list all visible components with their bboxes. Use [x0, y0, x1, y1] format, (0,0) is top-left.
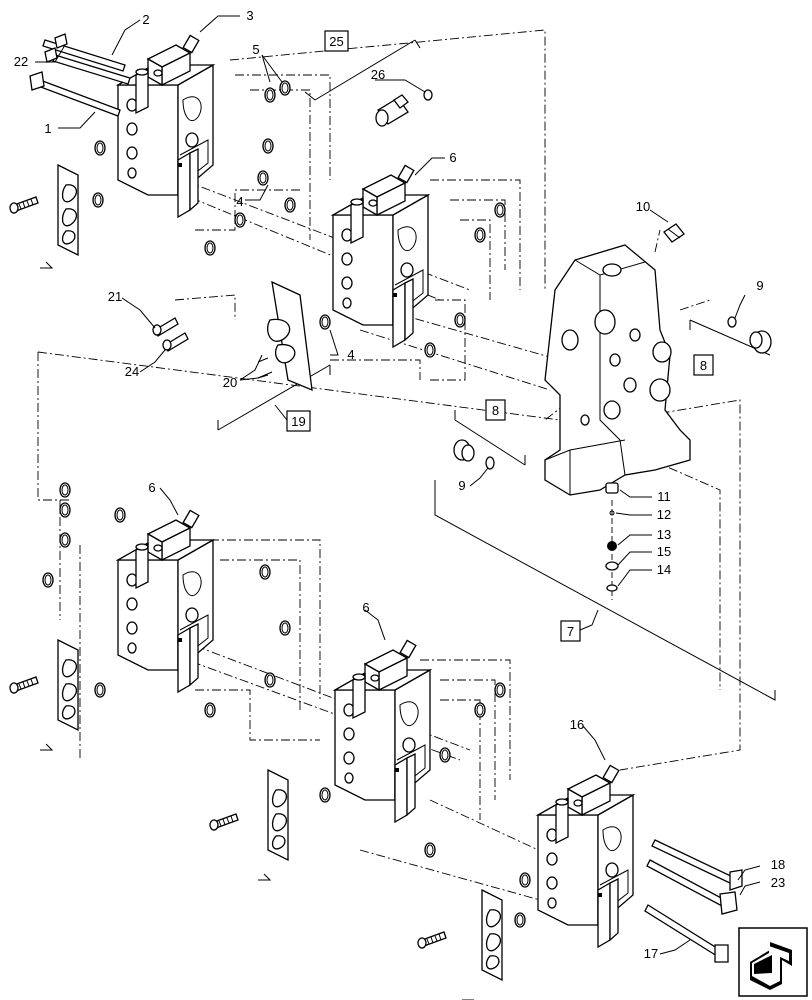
- callout-6-bottom-middle: 6: [362, 600, 369, 615]
- side-cover-1: [57, 164, 79, 256]
- group-brackets: [217, 39, 776, 701]
- valve-section-bottom-left: [117, 509, 214, 693]
- next-page-arrow-icon[interactable]: [738, 927, 808, 997]
- callout-24: 24: [125, 364, 139, 379]
- valve-section-top-middle: [332, 164, 429, 348]
- boxed-callout-8-right: 8: [693, 354, 714, 376]
- callout-18: 18: [771, 857, 785, 872]
- callout-14: 14: [657, 562, 671, 577]
- callout-10: 10: [636, 199, 650, 214]
- boxed-callout-7: 7: [560, 609, 599, 642]
- relief-valve-stack: [605, 482, 619, 592]
- callout-5: 5: [252, 42, 259, 57]
- callout-25: 25: [329, 34, 343, 49]
- side-cover-19: [257, 280, 313, 392]
- callout-16: 16: [570, 717, 584, 732]
- boxed-callout-19: 19: [274, 404, 311, 432]
- inlet-cover-casting: [544, 244, 691, 496]
- callout-9-lower: 9: [458, 478, 465, 493]
- callout-3: 3: [246, 8, 253, 23]
- callout-8-lower: 8: [492, 403, 499, 418]
- boxed-callout-8-lower: 8: [485, 399, 506, 421]
- tie-bolts-bottom: [644, 839, 743, 963]
- side-cover-4: [481, 889, 503, 981]
- callout-4-top: 4: [236, 194, 243, 209]
- callout-15: 15: [657, 544, 671, 559]
- callout-2: 2: [142, 12, 149, 27]
- callout-20: 20: [223, 375, 237, 390]
- side-cover-3: [267, 769, 289, 861]
- callout-12: 12: [657, 507, 671, 522]
- callout-13: 13: [657, 527, 671, 542]
- callout-6-bottom-left: 6: [148, 480, 155, 495]
- callout-26: 26: [371, 67, 385, 82]
- fitting-pin: [663, 223, 685, 243]
- boxed-callout-25: 25: [324, 30, 349, 52]
- tie-bolts-top: [29, 33, 131, 117]
- callout-8-right: 8: [700, 358, 707, 373]
- callout-23: 23: [771, 875, 785, 890]
- plug-26: [375, 89, 433, 127]
- callout-6-top: 6: [449, 150, 456, 165]
- callout-labels: 1 2 3 4 4 5 6 6 6 10 9 9 11 12 13 14 15 …: [14, 8, 785, 961]
- callout-7: 7: [567, 624, 574, 639]
- callout-17: 17: [644, 946, 658, 961]
- callout-4-mid: 4: [347, 347, 354, 362]
- valve-section-bottom-middle: [334, 639, 431, 823]
- screws: [9, 196, 447, 949]
- plug-lower: [453, 439, 495, 470]
- callout-11: 11: [657, 489, 671, 504]
- plug-right: [727, 316, 772, 354]
- callout-19: 19: [291, 414, 305, 429]
- valve-section-end: [537, 764, 634, 948]
- callout-9-right: 9: [756, 278, 763, 293]
- callout-21: 21: [108, 289, 122, 304]
- callout-1: 1: [44, 121, 51, 136]
- side-cover-2: [57, 639, 79, 731]
- valve-section-top-left: [117, 34, 214, 218]
- leader-lines: [35, 15, 761, 955]
- callout-22: 22: [14, 54, 28, 69]
- pins: [40, 261, 474, 1000]
